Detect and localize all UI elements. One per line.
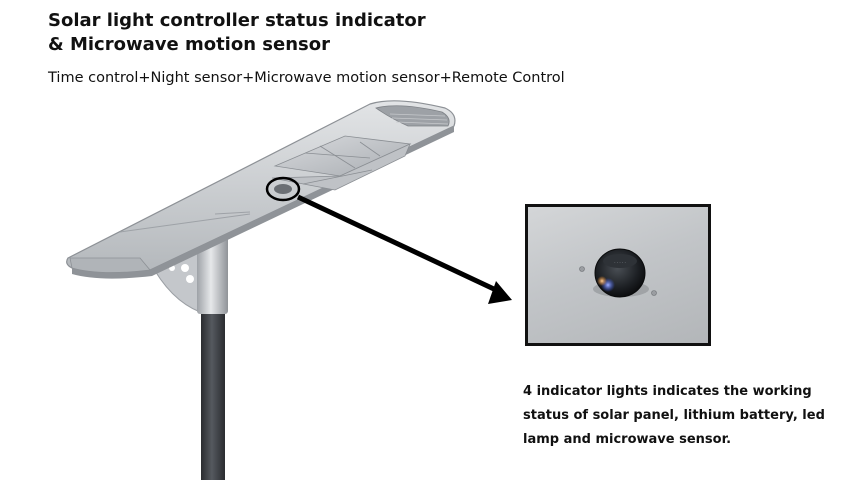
pole (201, 300, 225, 480)
title-line-2: & Microwave motion sensor (48, 34, 330, 55)
sensor-module (274, 184, 292, 194)
pointer-arrow-line (296, 194, 498, 293)
feature-list: Time control+Night sensor+Microwave moti… (48, 70, 565, 86)
sensor-closeup-photo: · · · · · (525, 204, 711, 346)
lamp-housing (66, 100, 456, 274)
page-title: Solar light controller status indicator … (48, 9, 426, 57)
description-line-3: lamp and microwave sensor. (523, 432, 732, 447)
mounting-screw (579, 266, 585, 272)
description-line-2: status of solar panel, lithium battery, … (523, 408, 825, 423)
svg-text:· · · · ·: · · · · · (614, 260, 625, 265)
description-text: 4 indicator lights indicates the working… (523, 380, 843, 452)
sensor-highlight-circle (265, 176, 301, 202)
pointer-arrow-head (488, 281, 512, 304)
solar-panel (271, 135, 412, 191)
description-line-1: 4 indicator lights indicates the working (523, 384, 812, 399)
mounting-screw (651, 290, 657, 296)
title-line-1: Solar light controller status indicator (48, 10, 426, 31)
indicator-light-orange (597, 276, 607, 286)
